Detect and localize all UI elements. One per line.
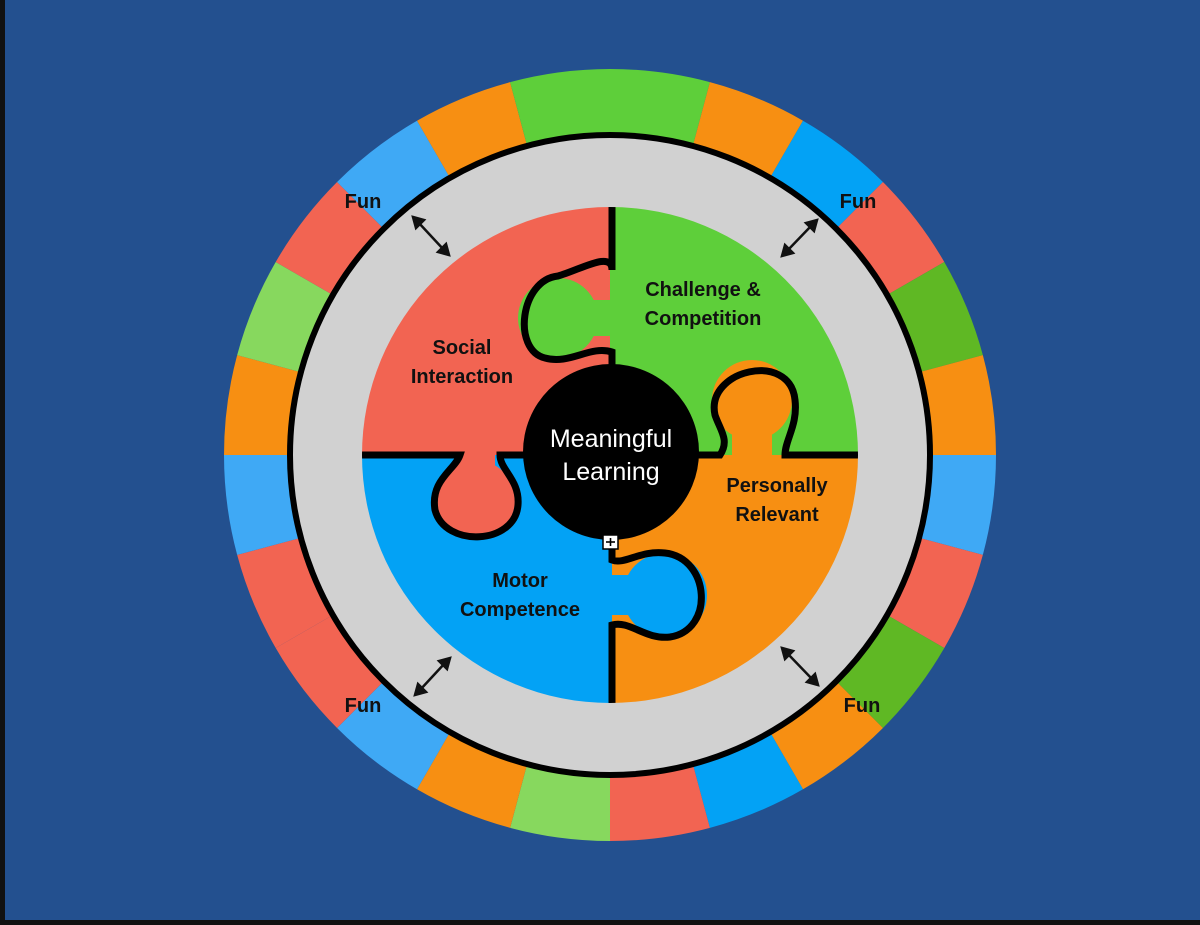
center-line1: Meaningful (550, 425, 672, 453)
personal-label-line2: Relevant (735, 504, 819, 526)
fun-label-bottom-right: Fun (844, 695, 881, 717)
fun-label-top-right: Fun (840, 191, 877, 213)
outer-ring-segment (834, 614, 945, 728)
outer-ring-segment (275, 614, 386, 728)
outer-ring-segment (769, 120, 883, 231)
outer-ring-segment (510, 69, 610, 148)
knob-motor-into-personal (623, 553, 707, 637)
outer-ring-segment (610, 762, 710, 841)
center-circle (523, 364, 699, 540)
double-headed-arrow-icon (780, 646, 820, 687)
outer-ring-segment (917, 455, 996, 555)
motor-label-line1: Motor (492, 570, 548, 592)
knob-social-into-challenge (518, 278, 598, 358)
outer-ring-segment (224, 455, 303, 555)
social-label-line1: Social (433, 337, 492, 359)
puzzle-border-bottom (608, 455, 705, 703)
outer-ring-segment (769, 679, 883, 790)
knob-neck-challenge (585, 300, 615, 336)
puzzle-border-right (612, 367, 858, 459)
challenge-label-line2: Competition (645, 308, 762, 330)
puzzle-border-left (362, 451, 612, 541)
knob-neck-motor (605, 575, 635, 615)
outer-ring-segment (917, 355, 996, 455)
plus-box-icon[interactable] (602, 534, 619, 550)
challenge-label-line1: Challenge & (645, 279, 761, 301)
outer-ring-segment (510, 762, 610, 841)
outer-ring-segment (834, 182, 945, 296)
outer-ring-segment (275, 182, 386, 296)
double-headed-arrow-icon (780, 218, 819, 258)
personal-label-line1: Personally (726, 475, 828, 497)
fun-label-bottom-left: Fun (345, 695, 382, 717)
double-headed-arrow-icon (413, 656, 452, 697)
knob-neck-personal (732, 425, 772, 461)
outer-ring-segment (224, 355, 303, 455)
fun-label-top-left: Fun (345, 191, 382, 213)
center-line2: Learning (562, 458, 659, 486)
outer-ring-segment (337, 679, 451, 790)
double-headed-arrow-icon (411, 215, 451, 257)
puzzle-border-top (520, 207, 616, 455)
motor-label-line2: Competence (460, 599, 580, 621)
social-label-line2: Interaction (411, 366, 513, 388)
outer-ring-segment (610, 69, 710, 148)
outer-ring-segment (337, 120, 451, 231)
